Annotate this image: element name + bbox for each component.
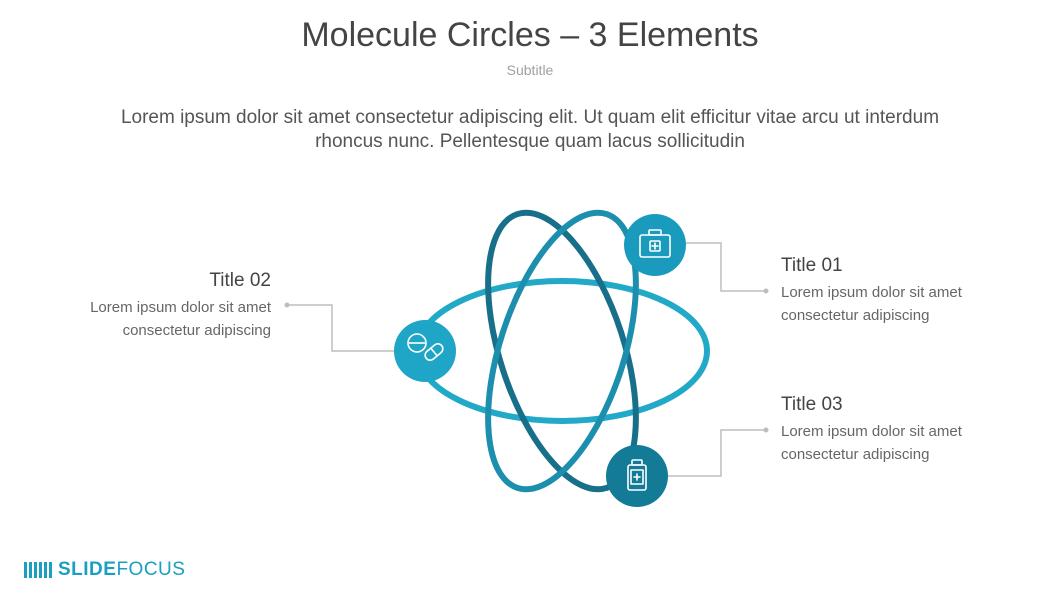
item-02-text-line1: Lorem ipsum dolor sit amet bbox=[90, 299, 271, 316]
logo-text: SLIDEFOCUS bbox=[58, 559, 185, 581]
orbit-tilted-right bbox=[485, 209, 639, 493]
medicine-bottle-icon bbox=[627, 459, 647, 491]
item-01-text-line2: consectetur adipiscing bbox=[781, 307, 930, 324]
slidefocus-logo: SLIDEFOCUS bbox=[24, 559, 185, 581]
node-02 bbox=[394, 320, 456, 382]
orbit-horizontal bbox=[414, 278, 710, 424]
item-01-text-line1: Lorem ipsum dolor sit amet bbox=[781, 284, 962, 301]
connector-02 bbox=[287, 304, 395, 352]
item-01-title: Title 01 bbox=[781, 255, 843, 276]
intro-text: Lorem ipsum dolor sit amet consectetur a… bbox=[120, 107, 940, 152]
node-01 bbox=[624, 214, 686, 276]
connector-02-dot bbox=[284, 302, 290, 308]
connector-01-dot bbox=[763, 288, 769, 294]
connector-01 bbox=[686, 242, 766, 292]
orbit-tilted-left bbox=[485, 209, 639, 493]
pills-icon bbox=[407, 333, 444, 362]
logo-bars-icon bbox=[24, 562, 52, 578]
logo-focus: FOCUS bbox=[116, 559, 186, 580]
connector-03 bbox=[668, 429, 766, 477]
item-02-title: Title 02 bbox=[209, 270, 271, 291]
item-03-text-line1: Lorem ipsum dolor sit amet bbox=[781, 423, 962, 440]
slide-title: Molecule Circles – 3 Elements bbox=[301, 16, 759, 54]
slide-subtitle: Subtitle bbox=[506, 62, 554, 78]
node-03 bbox=[606, 445, 668, 507]
item-03-text-line2: consectetur adipiscing bbox=[781, 446, 930, 463]
item-03-title: Title 03 bbox=[781, 394, 843, 415]
logo-slide: SLIDE bbox=[58, 559, 117, 580]
item-02-text-line2: consectetur adipiscing bbox=[122, 322, 271, 339]
medical-kit-icon bbox=[639, 229, 671, 258]
connector-03-dot bbox=[763, 427, 769, 433]
